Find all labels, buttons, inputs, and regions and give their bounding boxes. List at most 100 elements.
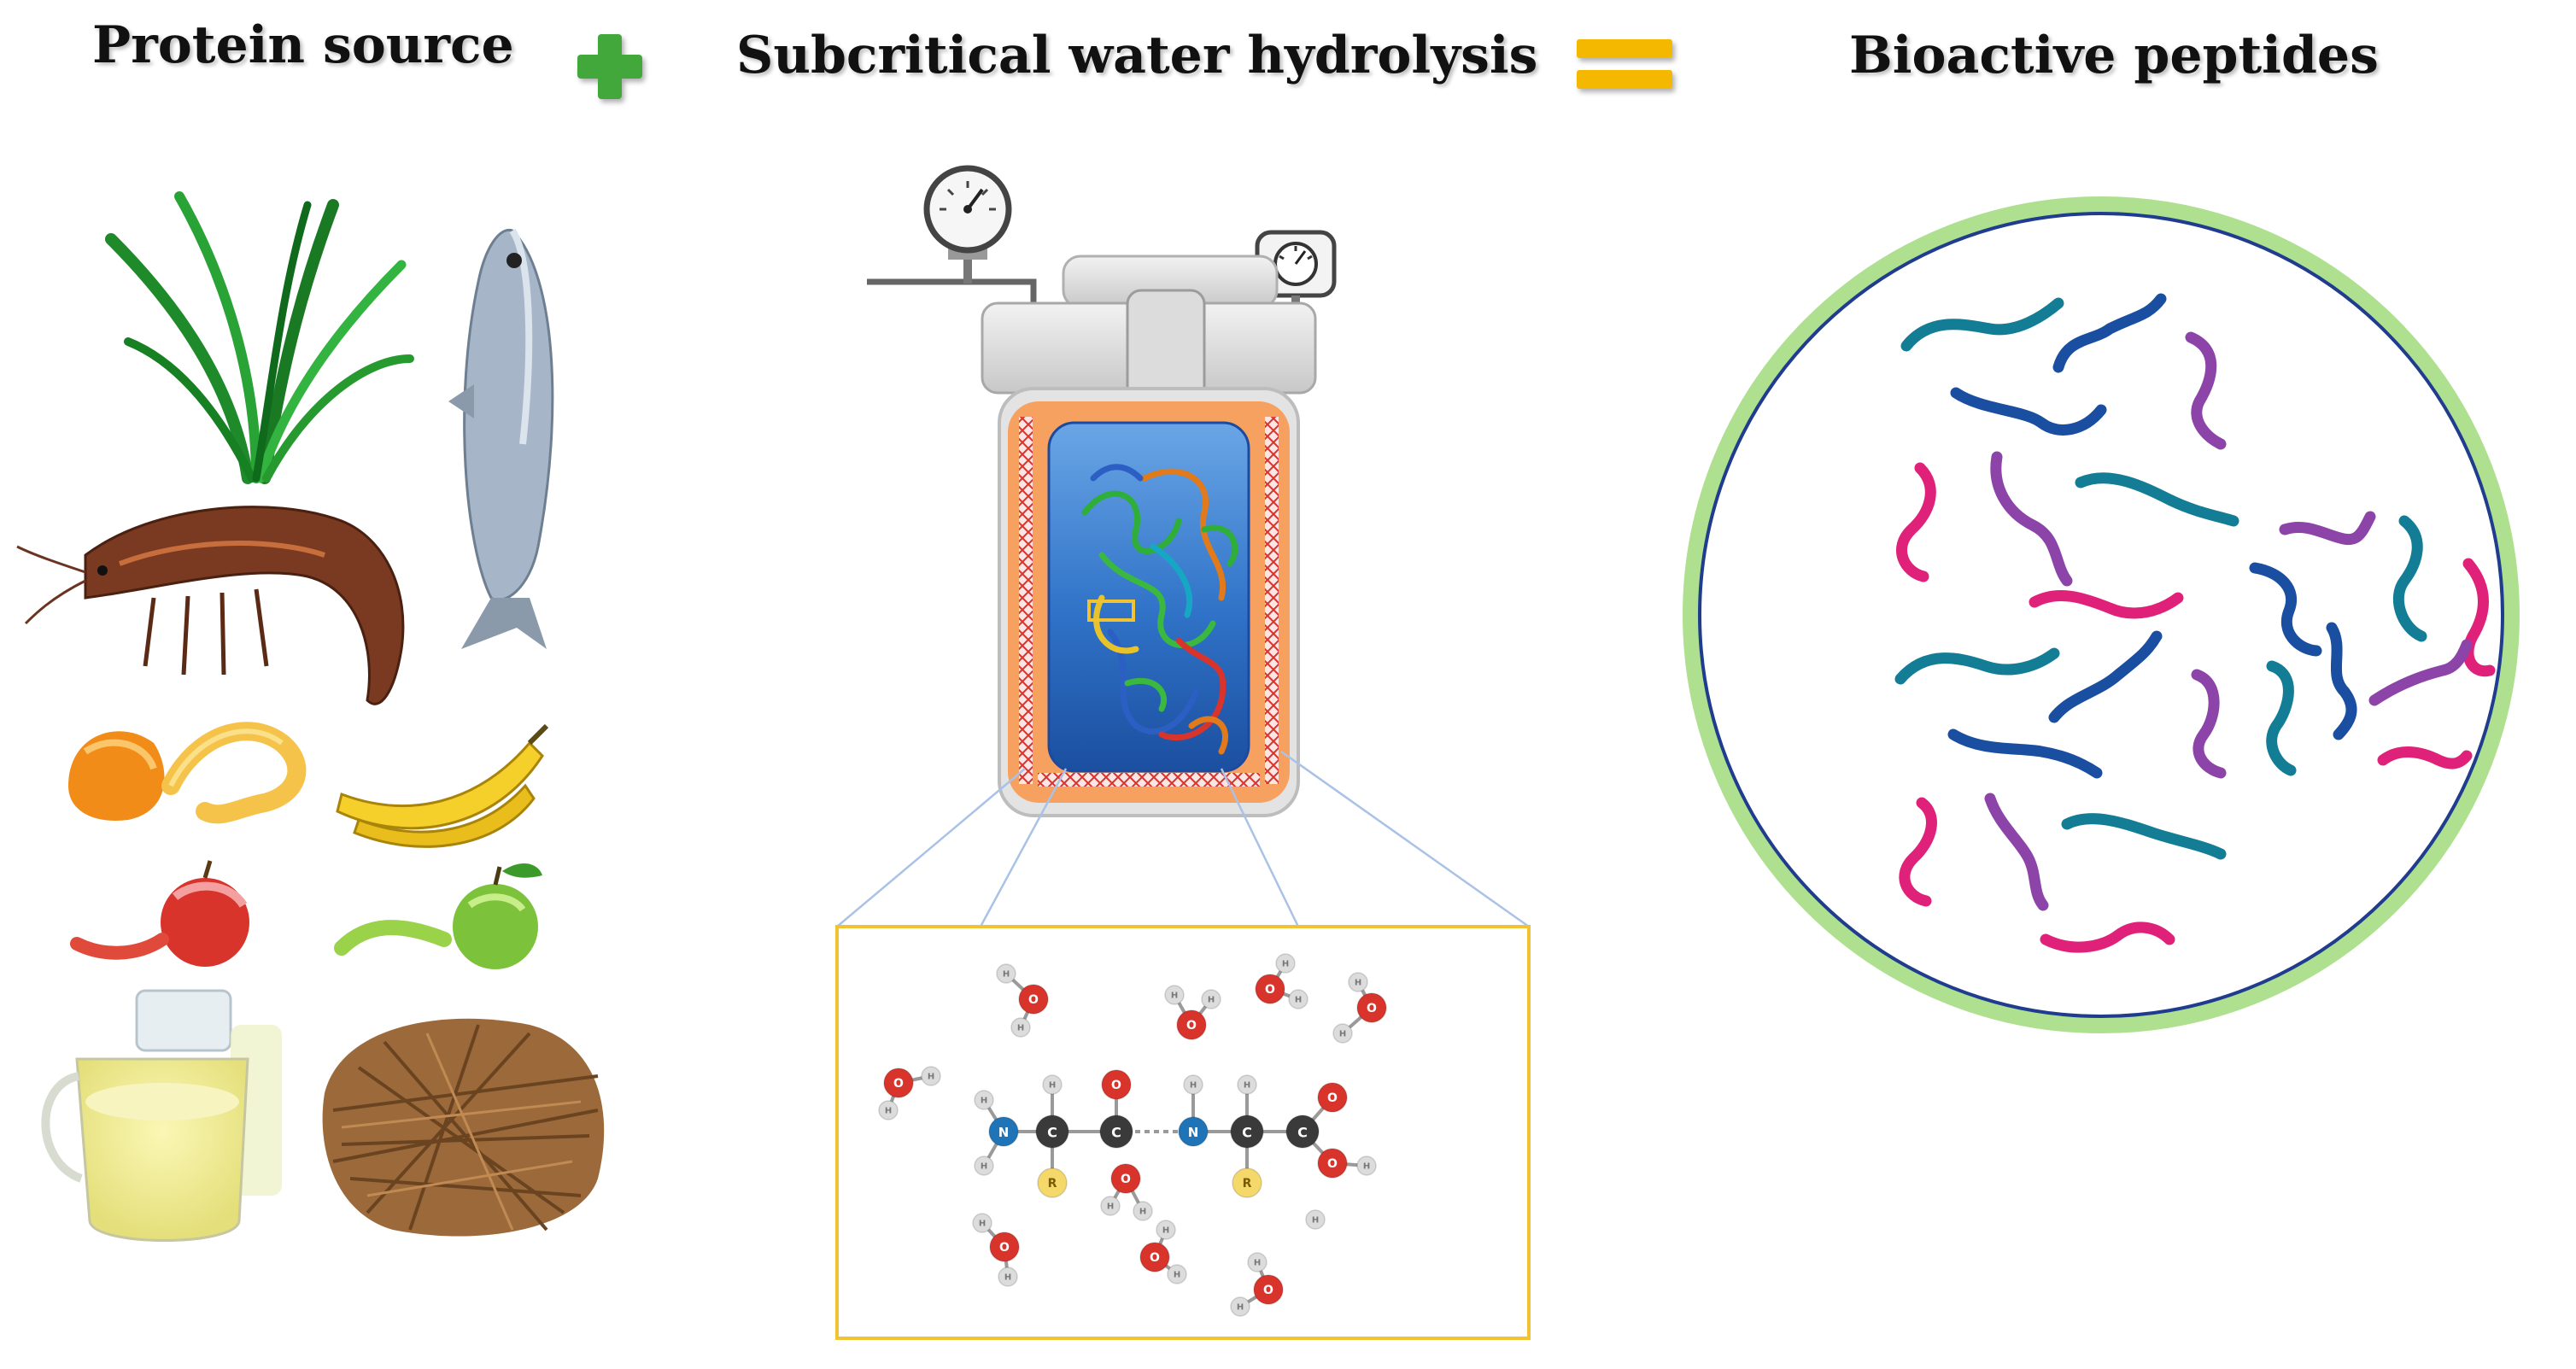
hydrogen-atom: H <box>1305 1209 1326 1230</box>
svg-text:H: H <box>1339 1030 1346 1039</box>
svg-text:H: H <box>1171 992 1178 1001</box>
banana-icon <box>336 723 549 848</box>
carbon-atom: C <box>1035 1115 1069 1149</box>
svg-text:C: C <box>1242 1125 1252 1141</box>
fiber-husk-icon <box>322 1018 605 1237</box>
hydrogen-atom: H <box>1247 1252 1268 1272</box>
protein-structure-icon <box>1081 464 1238 755</box>
peptide-chain <box>1900 297 2064 352</box>
carbon-atom: C <box>1099 1115 1133 1149</box>
svg-text:O: O <box>1121 1173 1131 1186</box>
peptide-chain <box>1984 793 2049 911</box>
svg-text:O: O <box>1263 1284 1273 1297</box>
svg-text:H: H <box>1208 996 1215 1005</box>
hydrogen-atom: H <box>878 1100 899 1120</box>
peptide-layer <box>1894 293 2496 953</box>
svg-text:O: O <box>893 1077 904 1091</box>
peptide-chain <box>1990 451 2073 587</box>
hydrogen-atom: H <box>1133 1201 1153 1221</box>
peptide-chain <box>1896 462 1936 582</box>
svg-text:H: H <box>1017 1024 1024 1033</box>
hydrogen-atom: H <box>1042 1074 1063 1095</box>
hydrogen-atom: H <box>1237 1074 1257 1095</box>
reactor-water <box>1047 421 1250 773</box>
svg-text:H: H <box>1237 1303 1244 1313</box>
peptide-circle <box>1698 212 2504 1018</box>
pressure-gauge-icon <box>867 165 1037 307</box>
svg-text:O: O <box>1186 1019 1197 1033</box>
svg-text:H: H <box>1107 1202 1114 1212</box>
equals-operator <box>1577 39 1672 89</box>
hydrogen-atom: H <box>974 1090 994 1110</box>
thermometer-icon <box>1255 230 1337 319</box>
peptide-chain <box>2279 511 2376 545</box>
svg-text:H: H <box>1004 1273 1011 1283</box>
oxygen-atom: O <box>1356 992 1387 1023</box>
peptide-chain <box>2185 331 2227 450</box>
hydrogen-atom: H <box>1183 1074 1203 1095</box>
shrimp-icon <box>16 506 405 705</box>
svg-text:O: O <box>1327 1157 1338 1171</box>
hydrogen-atom: H <box>1156 1220 1176 1240</box>
svg-text:H: H <box>1244 1081 1250 1091</box>
hydrogen-atom: H <box>1201 989 1221 1009</box>
svg-text:H: H <box>1363 1162 1370 1172</box>
oxygen-atom: O <box>989 1232 1020 1262</box>
plus-operator <box>577 34 642 99</box>
svg-text:H: H <box>928 1073 934 1082</box>
oxygen-atom: O <box>1139 1242 1170 1272</box>
svg-text:O: O <box>1028 993 1039 1007</box>
oxygen-atom: O <box>1018 984 1049 1015</box>
svg-text:H: H <box>1295 996 1302 1005</box>
carbon-atom: C <box>1285 1115 1320 1149</box>
oxygen-atom: O <box>1110 1163 1141 1194</box>
svg-text:O: O <box>1367 1002 1377 1015</box>
svg-text:H: H <box>1174 1271 1180 1280</box>
carbon-atom: C <box>1230 1115 1264 1149</box>
green-apple-icon <box>334 863 542 969</box>
apple-peel-icon <box>70 860 249 967</box>
hydrogen-atom: H <box>972 1213 992 1233</box>
heating-element-left <box>1019 417 1033 784</box>
protein-source-heading: Protein source <box>92 15 514 75</box>
svg-text:H: H <box>1003 970 1010 980</box>
svg-text:R: R <box>1048 1177 1057 1191</box>
hydrogen-atom: H <box>1288 989 1308 1009</box>
svg-text:O: O <box>1327 1091 1338 1105</box>
heating-element-right <box>1265 417 1279 784</box>
peptide-chain <box>2052 293 2167 373</box>
zoom-highlight-box <box>1087 600 1135 622</box>
oxygen-atom: O <box>1255 974 1285 1004</box>
svg-text:R: R <box>1243 1177 1252 1191</box>
oxygen-atom: O <box>883 1068 914 1098</box>
peptide-chain <box>2061 813 2227 860</box>
orange-peel-icon <box>68 722 307 824</box>
hydrogen-atom: H <box>1230 1296 1250 1317</box>
seaweed-icon <box>105 191 414 484</box>
hydrogen-atom: H <box>1332 1023 1353 1044</box>
oxygen-atom: O <box>1317 1082 1348 1113</box>
peptide-chain <box>2048 630 2163 723</box>
svg-text:C: C <box>1047 1125 1057 1141</box>
peptide-chain <box>2266 660 2297 776</box>
svg-text:N: N <box>1188 1125 1199 1140</box>
svg-text:O: O <box>1265 983 1275 997</box>
svg-text:N: N <box>998 1125 1010 1140</box>
fish-icon <box>448 228 554 649</box>
hydrogen-atom: H <box>974 1155 994 1176</box>
hydrogen-atom: H <box>1167 1264 1187 1284</box>
peptide-chain <box>1894 647 2060 685</box>
nitrogen-atom: N <box>1178 1116 1209 1147</box>
peptide-chain <box>2029 590 2184 619</box>
nitrogen-atom: N <box>988 1116 1019 1147</box>
oxygen-atom: O <box>1101 1069 1132 1100</box>
peptide-chain <box>2392 515 2427 642</box>
svg-text:H: H <box>981 1097 987 1106</box>
side-chain-atom: R <box>1232 1167 1262 1198</box>
hydrogen-atom: H <box>998 1267 1018 1287</box>
peptide-chain <box>2075 472 2239 527</box>
hydrogen-atom: H <box>996 963 1016 984</box>
svg-text:O: O <box>1111 1079 1121 1092</box>
